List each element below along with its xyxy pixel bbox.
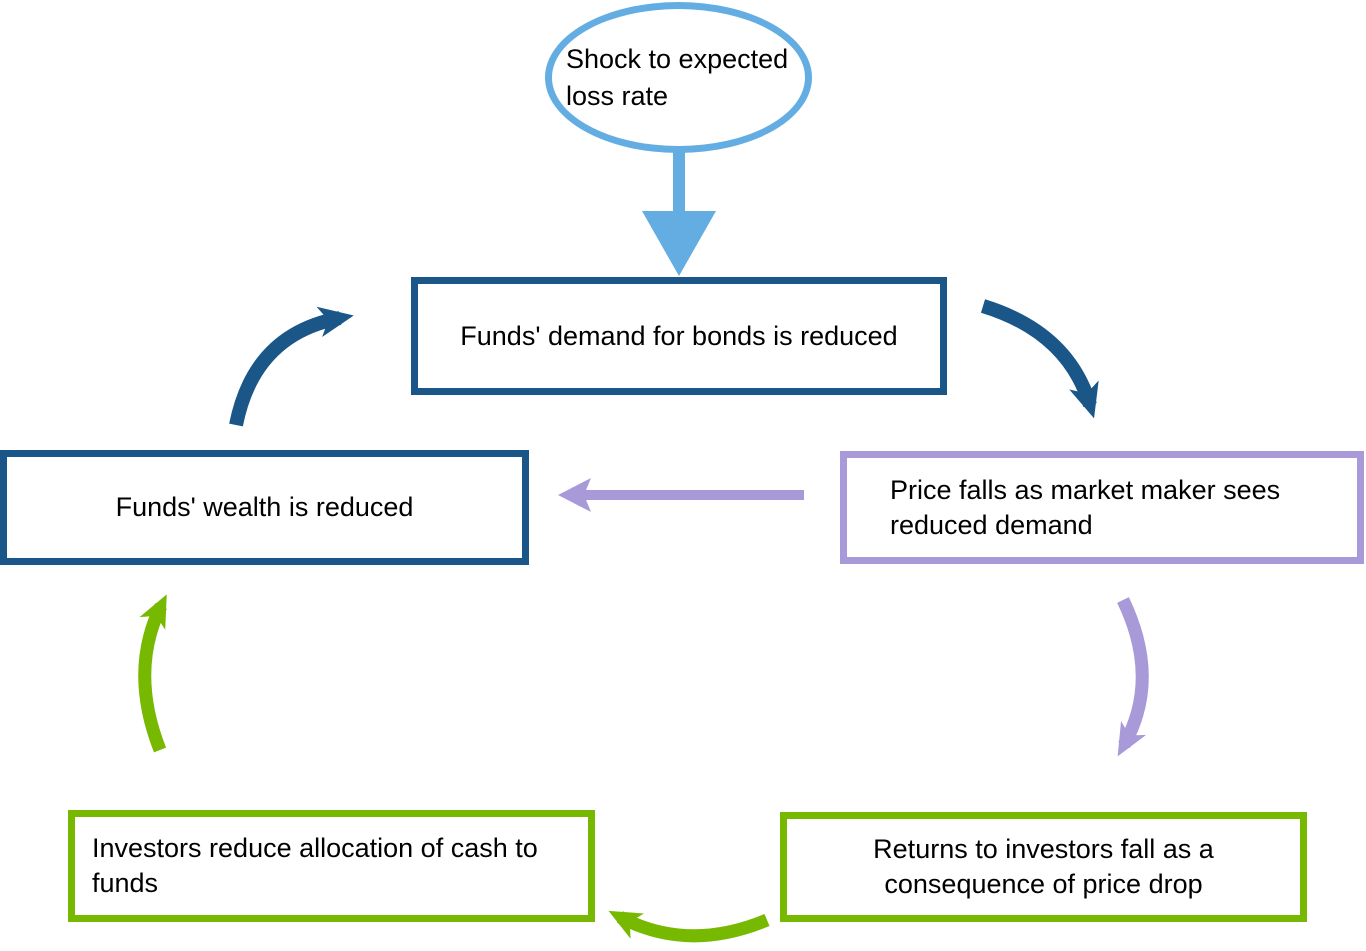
arrow-head (558, 478, 591, 512)
node-label-line: Returns to investors fall as a (873, 834, 1214, 864)
arrow-wealth-to-demand-icon (229, 306, 354, 427)
node-funds-wealth-reduced: Funds' wealth is reduced (0, 450, 529, 565)
node-label-line: funds (92, 868, 159, 898)
node-label-line: Funds' wealth is reduced (115, 492, 414, 522)
node-label-line: Investors reduce allocation of cash to (92, 833, 538, 863)
node-label-line: consequence of price drop (884, 869, 1203, 899)
arrow-shock-to-demand-icon (642, 150, 716, 276)
arrow-investors-to-wealth-icon (138, 594, 167, 753)
node-investors-reduce-allocation: Investors reduce allocation of cash to f… (68, 810, 595, 922)
node-funds-demand-reduced: Funds' demand for bonds is reduced (411, 277, 947, 395)
node-price-falls: Price falls as market maker sees reduced… (840, 451, 1364, 564)
node-shock-to-expected-loss-rate: Shock to expected loss rate (545, 2, 812, 153)
node-label-line: Price falls as market maker sees (890, 474, 1281, 505)
node-label-line: Funds' demand for bonds is reduced (460, 320, 898, 351)
arrow-demand-to-price-icon (980, 299, 1099, 419)
arrow-price-to-wealth-icon (558, 478, 804, 512)
arrow-stem (673, 150, 685, 214)
arrow-head (642, 211, 716, 276)
node-label-line: Shock to expected (566, 43, 789, 74)
arrow-stem (584, 490, 804, 500)
node-label-line: reduced demand (890, 509, 1093, 540)
node-label-line: loss rate (566, 80, 669, 111)
arrow-price-to-returns-icon (1117, 597, 1149, 757)
arrow-returns-to-investors-icon (608, 910, 770, 943)
node-returns-to-investors-fall: Returns to investors fall as a consequen… (780, 812, 1307, 922)
